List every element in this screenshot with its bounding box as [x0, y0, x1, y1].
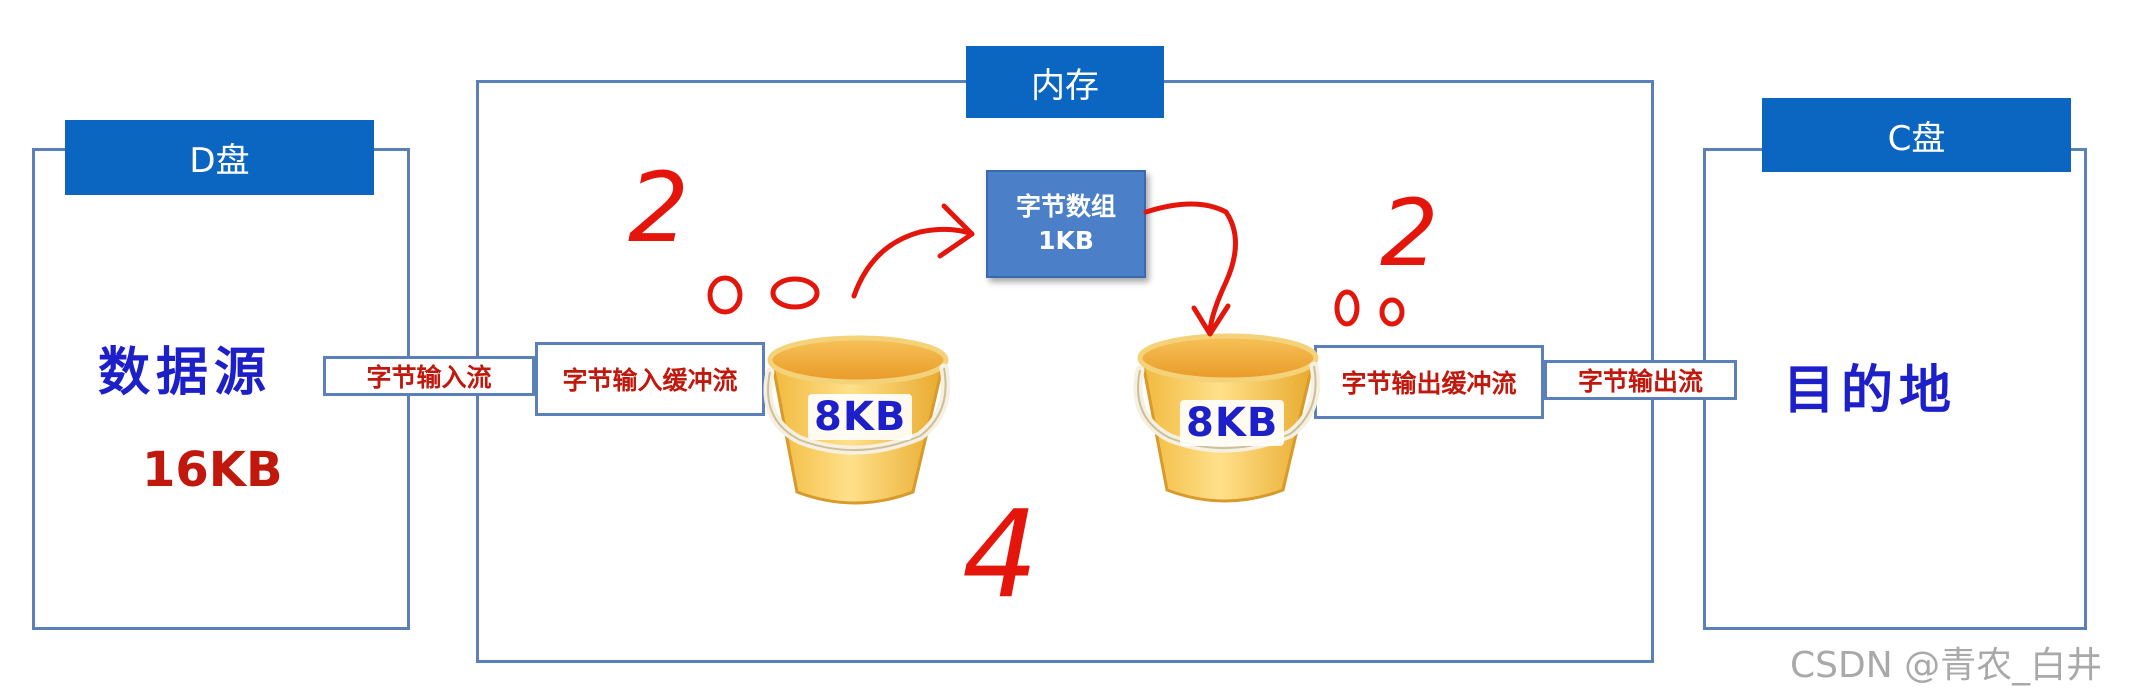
center-count-annotation: 4	[962, 486, 1039, 625]
disk-c-panel	[1703, 148, 2087, 630]
byte-output-stream-box: 字节输出流	[1544, 360, 1737, 400]
disk-c-title: C盘	[1762, 98, 2071, 172]
buffered-input-stream-box: 字节输入缓冲流	[535, 342, 765, 416]
left-bucket-size-label: 8KB	[808, 394, 913, 440]
byte-input-stream-box: 字节输入流	[323, 356, 535, 396]
destination-label: 目的地	[1783, 361, 1958, 421]
byte-array-size: 1KB	[1038, 226, 1094, 255]
right-loop-marks-icon	[1334, 289, 1405, 327]
buffered-output-stream-box: 字节输出缓冲流	[1314, 345, 1544, 419]
source-size-label: 16KB	[142, 442, 283, 498]
byte-array-box: 字节数组 1KB	[986, 170, 1146, 278]
left-count-annotation: 2	[628, 152, 690, 264]
right-bucket-size-label: 8KB	[1180, 400, 1285, 446]
disk-d-title: D盘	[65, 120, 374, 195]
watermark-text: CSDN @青农_白井	[1790, 645, 2103, 686]
byte-array-title: 字节数组	[1015, 192, 1116, 221]
data-source-label: 数据源	[98, 343, 273, 403]
arrow-to-byte-array-icon	[851, 203, 975, 299]
memory-title: 内存	[966, 46, 1164, 118]
arrow-to-output-bucket-icon	[1143, 201, 1238, 337]
right-count-annotation: 2	[1380, 180, 1439, 287]
left-loop-marks-icon	[707, 275, 820, 315]
